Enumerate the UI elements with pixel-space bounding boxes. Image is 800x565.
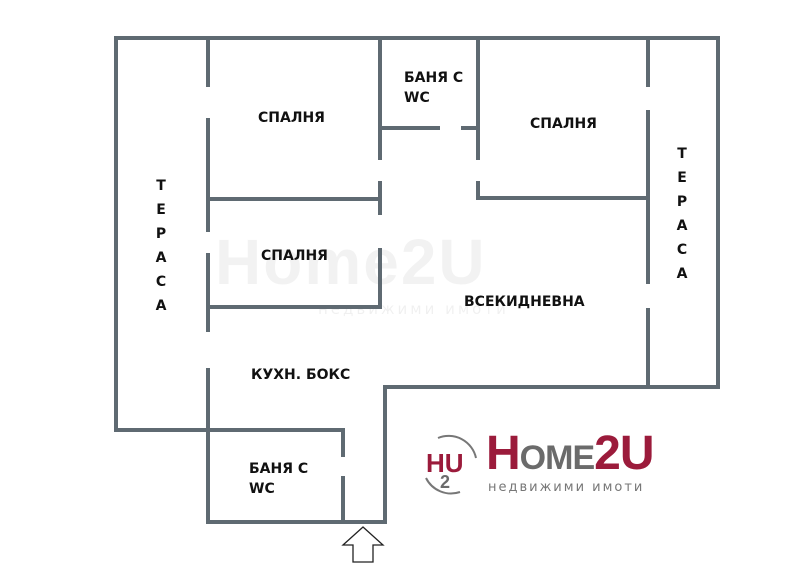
walls <box>114 36 720 524</box>
letter: А <box>155 250 167 266</box>
logo-mark-icon: HU 2 <box>425 434 477 495</box>
letter: Р <box>155 226 167 242</box>
letter: Т <box>156 178 166 194</box>
bedroom-3-label: СПАЛНЯ <box>530 116 597 132</box>
kitchen-label: КУХН. БОКС <box>251 367 351 383</box>
bathroom-2-label: БАНЯ С WC <box>249 459 308 499</box>
bathroom-2-line2: WC <box>249 481 275 497</box>
bedroom-2-label: СПАЛНЯ <box>261 248 328 264</box>
letter: Р <box>676 194 688 210</box>
bathroom-1-line2: WC <box>404 90 430 106</box>
letter: Е <box>677 170 687 186</box>
letter: А <box>676 266 688 282</box>
letter: С <box>676 242 688 258</box>
terrace-right-label: Т Е Р А С А <box>674 142 690 286</box>
entrance-arrow-icon <box>341 526 385 563</box>
logo-wordmark: HOME2U <box>486 427 654 484</box>
letter: А <box>676 218 688 234</box>
logo-word-first: H <box>486 427 521 480</box>
logo-word-end: 2U <box>594 427 654 480</box>
svg-text:2: 2 <box>440 472 450 492</box>
logo-word-mid: OME <box>519 439 595 477</box>
home2u-logo: HU 2 HOME2U недвижими имоти <box>418 428 678 498</box>
bedroom-1-label: СПАЛНЯ <box>258 110 325 126</box>
letter: А <box>155 298 167 314</box>
letter: С <box>155 274 167 290</box>
bathroom-2-line1: БАНЯ С <box>249 461 309 477</box>
living-room-label: ВСЕКИДНЕВНА <box>464 294 585 310</box>
bathroom-1-label: БАНЯ С WC <box>404 68 463 108</box>
terrace-left-label: Т Е Р А С С А <box>153 174 169 318</box>
svg-text:HU: HU <box>426 448 464 478</box>
logo-subtitle: недвижими имоти <box>488 480 645 495</box>
bathroom-1-line1: БАНЯ С <box>404 70 464 86</box>
letter: Е <box>156 202 166 218</box>
letter: Т <box>677 146 687 162</box>
